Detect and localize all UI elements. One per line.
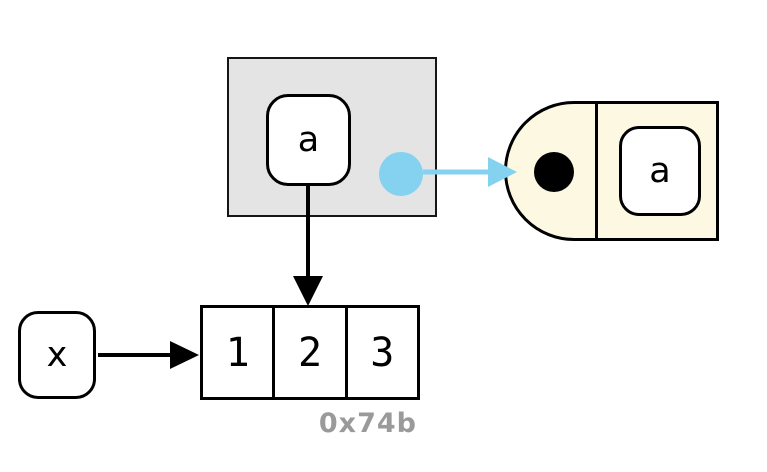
capsule-divider xyxy=(595,104,598,238)
frame-variable-a-label: a xyxy=(297,119,320,160)
address-label: 0x74b xyxy=(318,408,417,439)
list-cell-value: 3 xyxy=(370,329,395,376)
capsule-variable-a-box: a xyxy=(619,126,701,216)
list-cell-value: 1 xyxy=(225,329,250,376)
capsule-shape xyxy=(504,101,719,241)
capsule-variable-a-label: a xyxy=(649,150,671,191)
frame-variable-a-box: a xyxy=(266,94,351,186)
list-cell: 1 xyxy=(203,308,272,397)
variable-x-label: x xyxy=(46,334,68,375)
list-cell-value: 2 xyxy=(297,329,323,376)
x-to-list-arrowhead-icon xyxy=(170,341,199,369)
list-box: 1 2 3 xyxy=(200,305,420,400)
pointer-origin-dot-icon xyxy=(379,152,423,196)
capsule-black-dot-icon xyxy=(534,152,574,192)
list-cell: 3 xyxy=(344,308,417,397)
a-to-list-arrowhead-icon xyxy=(293,276,323,306)
list-cell: 2 xyxy=(272,308,344,397)
variable-x-box: x xyxy=(18,311,96,399)
